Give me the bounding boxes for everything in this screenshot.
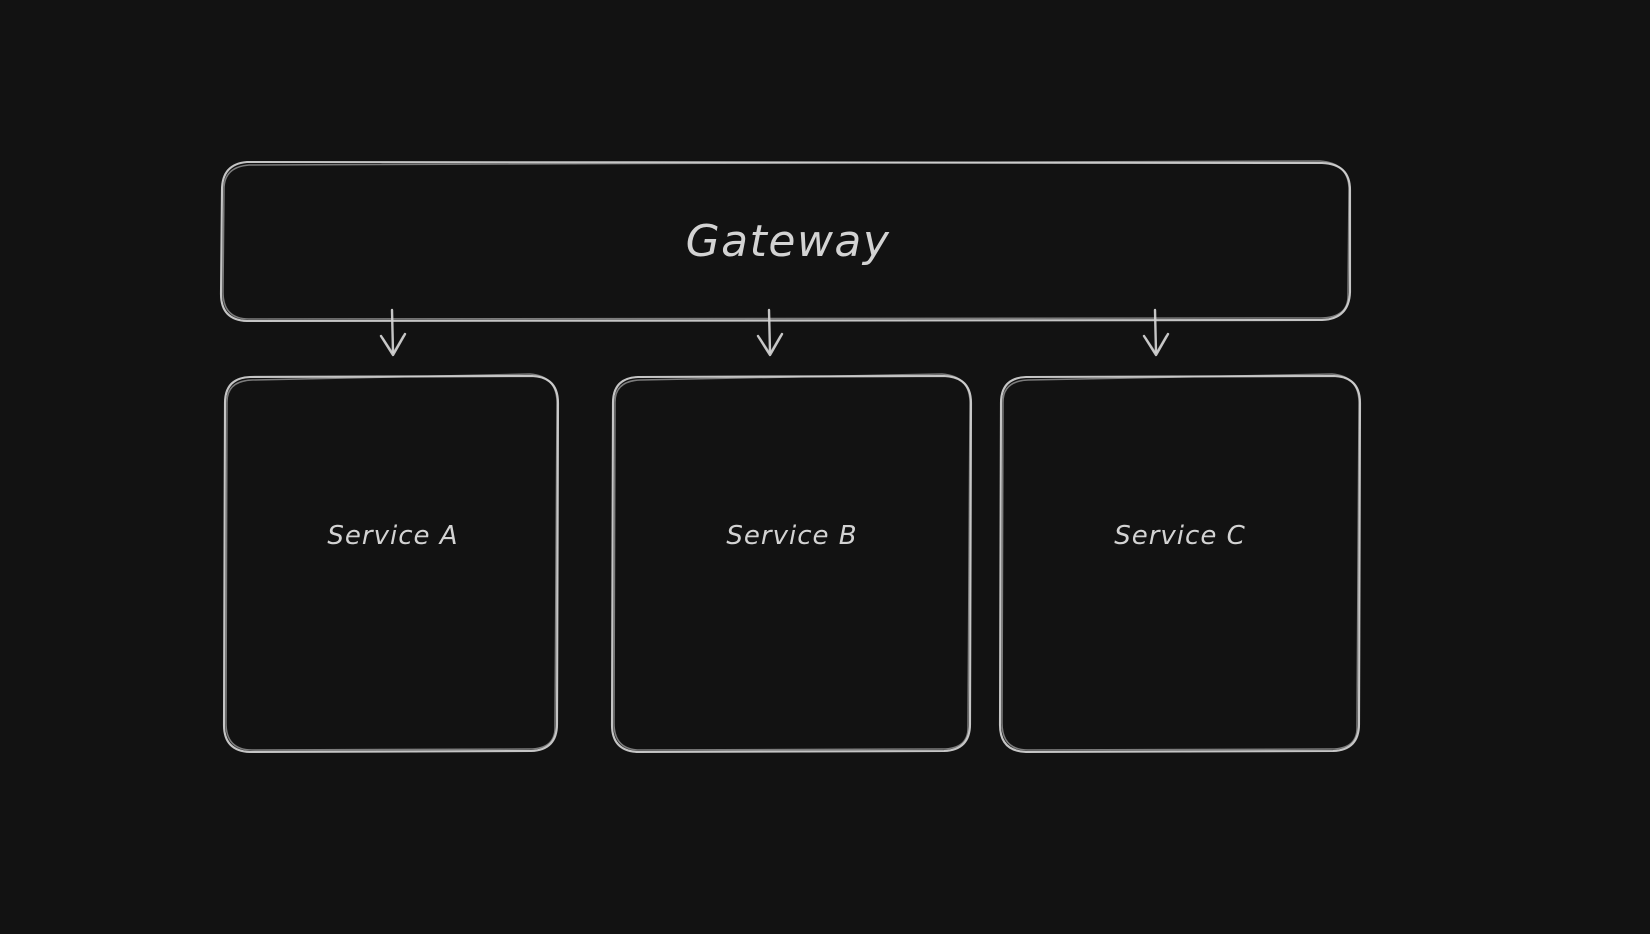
node-gateway-shape[interactable]	[219, 160, 1352, 323]
node-service-a[interactable]	[224, 376, 562, 752]
edge-gateway-service-c[interactable]	[1142, 308, 1170, 357]
edge-gateway-service-b[interactable]	[756, 308, 784, 357]
node-gateway[interactable]	[222, 160, 1354, 322]
edge-gateway-service-a[interactable]	[379, 308, 407, 357]
node-service-c[interactable]	[1000, 376, 1360, 752]
node-service-a-shape[interactable]	[222, 373, 560, 754]
node-service-b[interactable]	[612, 376, 972, 752]
node-service-c-shape[interactable]	[998, 373, 1362, 754]
node-service-b-shape[interactable]	[610, 373, 973, 754]
